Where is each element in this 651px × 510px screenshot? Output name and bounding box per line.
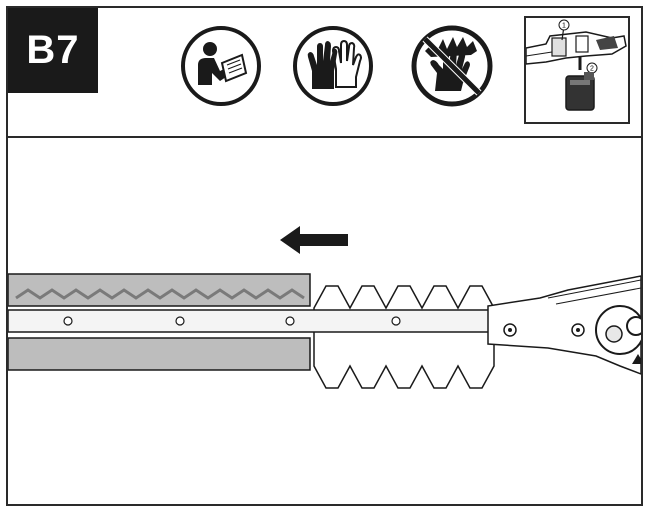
inset-detail: 1 2 [524, 16, 630, 124]
blade-guard-bottom [8, 337, 311, 371]
blade-teeth [313, 285, 495, 389]
blade-bar [8, 309, 509, 333]
inset-drawing: 1 2 [525, 19, 627, 111]
blade-rivets [63, 316, 401, 326]
no-hands-near-blade-icon [411, 25, 493, 107]
wear-gloves-icon [293, 26, 373, 106]
step-label: B7 [8, 8, 98, 93]
warning-triangle-icon [632, 354, 641, 364]
instruction-panel: B7 [6, 6, 643, 506]
hedge-trimmer-illustration [8, 138, 641, 504]
inset-callout-2: 2 [590, 66, 594, 73]
read-manual-icon [181, 26, 261, 106]
left-arrow-icon [280, 226, 348, 254]
panel-header: B7 [8, 8, 641, 138]
gearbox-housing [487, 275, 641, 375]
inset-callout-1: 1 [562, 23, 566, 30]
illustration-canvas [8, 226, 641, 389]
